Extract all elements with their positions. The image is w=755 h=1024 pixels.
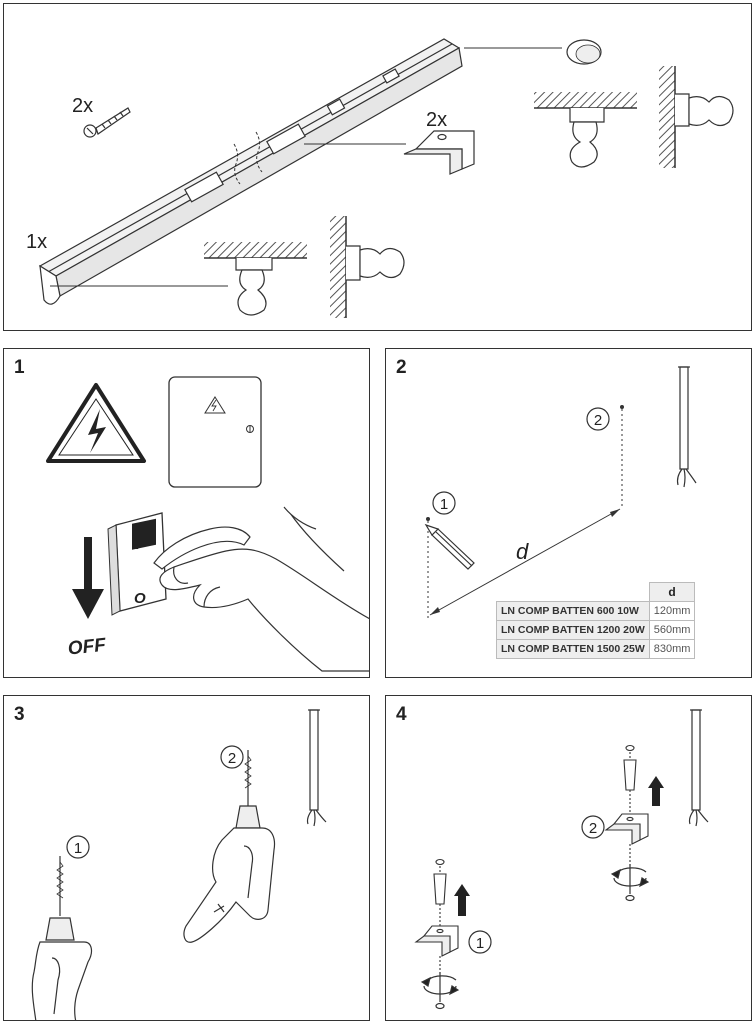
arrow-down-icon	[72, 537, 104, 619]
point-2-marker	[586, 407, 610, 431]
point-2-marker	[220, 745, 244, 769]
step-number-2: 2	[396, 357, 407, 378]
ceiling-mount-profile-center	[204, 242, 307, 316]
distance-cell: 560mm	[648, 620, 696, 640]
step-3-illustration: 2 1	[31, 709, 327, 1020]
step-number-1: 1	[14, 357, 25, 378]
wall-switch	[107, 512, 167, 616]
model-cell: LN COMP BATTEN 1200 20W	[496, 620, 650, 640]
step-3-panel: 2 1 3	[3, 695, 370, 1021]
power-cable	[688, 709, 709, 827]
distance-cell: 830mm	[648, 639, 696, 659]
power-cable	[676, 366, 697, 488]
point-1-marker	[66, 835, 90, 859]
power-cable	[306, 709, 327, 827]
table-header-d: d	[648, 582, 696, 602]
step-1-panel: I O OFF 1	[3, 348, 370, 678]
point-2-marker	[581, 815, 605, 839]
step-4-illustration: 2 1	[414, 709, 709, 1010]
model-cell: LN COMP BATTEN 1500 25W	[496, 639, 650, 659]
overview-illustration: 2x 2x 1x	[26, 38, 734, 318]
batten-qty: 1x	[26, 231, 47, 253]
drill-icon	[183, 750, 276, 943]
step-number-4: 4	[396, 704, 407, 725]
model-cell: LN COMP BATTEN 600 10W	[496, 601, 650, 621]
step-2-panel: 2 1 d d LN COMP BATTEN 600 10W 120mm LN …	[385, 348, 752, 678]
batten-fixture	[38, 38, 463, 305]
step-2-illustration: 2 1 d	[424, 366, 697, 619]
distance-table: d LN COMP BATTEN 600 10W 120mm LN COMP B…	[496, 582, 696, 659]
ceiling-mount-profile	[534, 92, 637, 168]
wall-mount-profile	[659, 66, 734, 168]
table-row: LN COMP BATTEN 600 10W 120mm	[496, 601, 696, 621]
svg-text:2: 2	[589, 820, 597, 837]
table-row: LN COMP BATTEN 1200 20W 560mm	[496, 620, 696, 640]
arrow-up-icon	[648, 776, 664, 806]
pencil-icon	[424, 523, 475, 570]
switch-on-label: I	[135, 536, 139, 553]
table-row: LN COMP BATTEN 1500 25W 830mm	[496, 639, 696, 659]
svg-text:2: 2	[228, 750, 236, 767]
screw-icon	[83, 107, 131, 138]
svg-text:1: 1	[476, 935, 484, 952]
table-header-row: d	[497, 582, 696, 602]
distance-cell: 120mm	[648, 601, 696, 621]
hand-illustration	[153, 506, 369, 672]
rotate-screw-icon	[420, 972, 460, 1010]
wall-mount-profile-center	[330, 216, 405, 318]
bracket-qty: 2x	[426, 109, 447, 131]
distance-label: d	[516, 539, 529, 564]
step-4-panel: 2 1 4	[385, 695, 752, 1021]
drill-icon	[31, 856, 93, 1020]
step-number-3: 3	[14, 704, 25, 725]
wall-plug-icon	[623, 744, 637, 814]
mounting-bracket-icon	[604, 813, 649, 866]
off-label: OFF	[67, 635, 108, 660]
point-1-marker	[468, 930, 492, 954]
svg-text:1: 1	[440, 496, 448, 513]
overview-panel: 2x 2x 1x	[3, 3, 752, 331]
high-voltage-warning-icon	[46, 383, 146, 463]
mounting-bracket-icon	[403, 130, 475, 175]
rotate-screw-icon	[610, 864, 650, 902]
svg-text:1: 1	[74, 840, 82, 857]
fuse-box-icon	[168, 376, 262, 488]
point-1-marker	[432, 491, 456, 515]
wall-plug-icon	[433, 858, 447, 926]
mounting-bracket-icon	[414, 925, 459, 976]
svg-text:2: 2	[594, 412, 602, 429]
step-1-illustration: I O OFF	[46, 376, 369, 672]
arrow-up-icon	[454, 884, 470, 916]
switch-off-label: O	[134, 590, 146, 607]
screw-qty: 2x	[72, 95, 93, 117]
